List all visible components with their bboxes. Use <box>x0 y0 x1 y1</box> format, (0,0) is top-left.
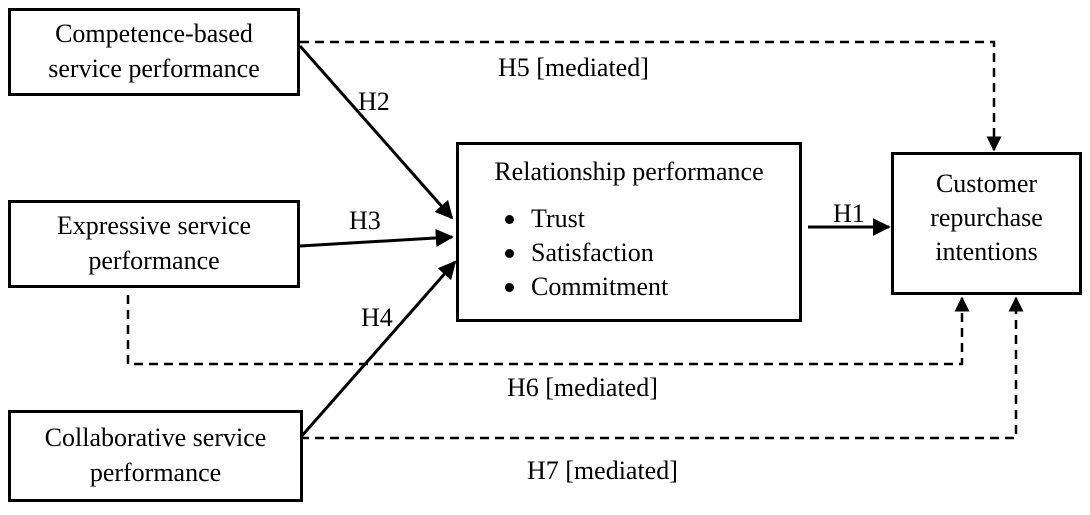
h3-arrow <box>299 228 454 248</box>
outcome-box-line2: repurchase <box>930 202 1043 232</box>
h7-label: H7 [mediated] <box>527 456 678 485</box>
relationship-items-list: Trust Satisfaction Commitment <box>503 202 668 304</box>
competence-box-line2: service performance <box>48 54 260 83</box>
list-item: Commitment <box>503 270 668 304</box>
h4-arrow <box>298 260 457 439</box>
h2-arrow <box>298 45 454 220</box>
competence-based-box: Competence-based service performance <box>8 8 300 96</box>
list-item: Satisfaction <box>503 236 668 270</box>
h3-label: H3 <box>349 206 381 235</box>
collaborative-box-line2: performance <box>89 458 222 487</box>
h5-dashed-path <box>300 40 1002 152</box>
expressive-box-line2: performance <box>88 246 220 275</box>
expressive-box: Expressive service performance <box>8 200 300 288</box>
outcome-box-line3: intentions <box>935 236 1038 266</box>
h6-label: H6 [mediated] <box>507 373 658 402</box>
outcome-box-line1: Customer <box>935 169 1038 198</box>
repurchase-intentions-box: Customer repurchase intentions <box>891 152 1082 295</box>
relationship-box-title: Relationship performance <box>494 157 764 186</box>
collaborative-box-line1: Collaborative service <box>44 423 267 453</box>
h1-label: H1 <box>833 199 865 228</box>
h5-label: H5 [mediated] <box>498 53 649 82</box>
competence-box-line1: Competence-based <box>55 19 253 49</box>
h2-label: H2 <box>358 87 390 116</box>
list-item: Trust <box>503 202 668 236</box>
collaborative-box: Collaborative service performance <box>8 410 303 502</box>
h4-label: H4 <box>361 303 393 332</box>
h6-dashed-path <box>126 295 970 366</box>
relationship-performance-box: Relationship performance Trust Satisfact… <box>456 142 802 322</box>
expressive-box-line1: Expressive service <box>56 211 252 241</box>
